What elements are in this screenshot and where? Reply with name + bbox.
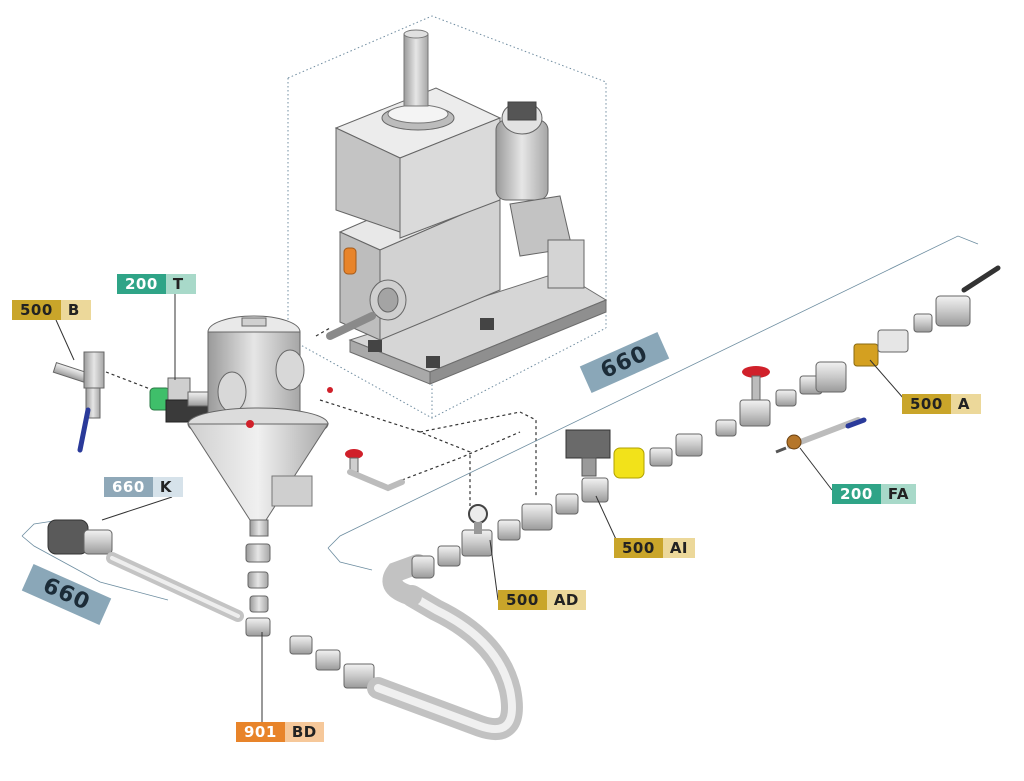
tag-660-k: 660 K <box>104 477 183 497</box>
tag-code: AD <box>546 590 586 610</box>
tag-500-b: 500 B <box>12 300 91 320</box>
zone-outline-right <box>327 235 979 571</box>
tag-number: 200 <box>832 484 881 504</box>
tag-code: FA <box>880 484 916 504</box>
tag-code: K <box>152 477 183 497</box>
air-hose-lines <box>105 327 537 506</box>
tag-500-ai: 500 AI <box>614 538 696 558</box>
tag-500-a: 500 A <box>902 394 981 414</box>
hopper-vessel <box>187 315 333 537</box>
tag-200-fa: 200 FA <box>832 484 916 504</box>
leader-lines <box>55 294 905 722</box>
tag-500-ad: 500 AD <box>498 590 586 610</box>
tag-901-bd: 901 BD <box>236 722 324 742</box>
tag-number: 660 <box>104 477 153 497</box>
tag-200-t: 200 T <box>117 274 196 294</box>
tag-code: A <box>950 394 981 414</box>
tag-number: 500 <box>614 538 663 558</box>
tag-code: T <box>165 274 196 294</box>
tag-code: BD <box>284 722 324 742</box>
tag-number: 901 <box>236 722 285 742</box>
outlet-fittings-stack <box>245 543 271 613</box>
tag-number: 200 <box>117 274 166 294</box>
handwheel-valve-small <box>345 449 405 492</box>
pipe-run-left <box>47 519 523 741</box>
tag-number: 500 <box>12 300 61 320</box>
tag-code: B <box>60 300 91 320</box>
tag-number: 500 <box>498 590 547 610</box>
tag-code: AI <box>662 538 696 558</box>
auger-feeder-machine <box>326 29 608 385</box>
ball-valve-b <box>52 351 105 453</box>
tag-number: 500 <box>902 394 951 414</box>
pipe-run-right <box>382 265 1001 606</box>
